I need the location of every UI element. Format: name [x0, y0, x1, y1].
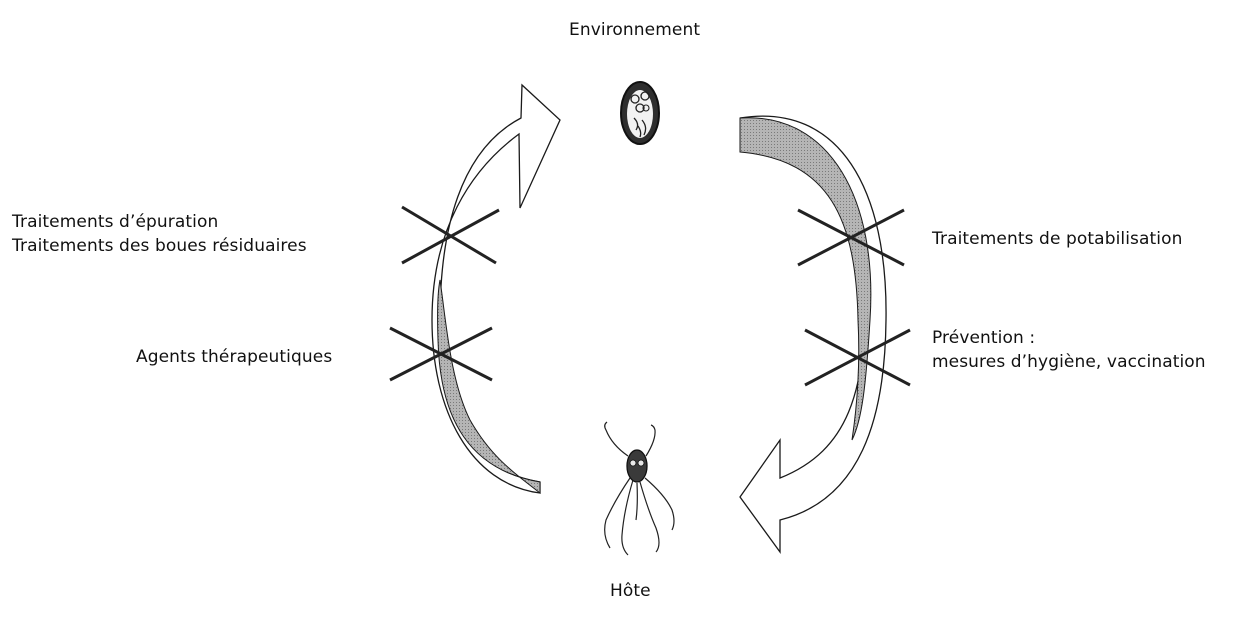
environment-label: Environnement: [569, 18, 700, 42]
barrier-label-line: Traitements de potabilisation: [932, 227, 1183, 251]
host-label: Hôte: [610, 579, 651, 603]
flagellate-trophozoite-icon: [605, 422, 674, 555]
barrier-label-right-upper: Traitements de potabilisation: [932, 227, 1183, 251]
barrier-cross-right-lower: [805, 330, 910, 385]
cyst-icon: [621, 82, 659, 144]
barrier-label-right-lower: Prévention : mesures d’hygiène, vaccinat…: [932, 326, 1206, 374]
barrier-label-line: Agents thérapeutiques: [136, 345, 332, 369]
barrier-label-line: Traitements d’épuration: [12, 210, 307, 234]
left-arrow-host-to-environment: [432, 85, 560, 493]
barrier-label-left-upper: Traitements d’épuration Traitements des …: [12, 210, 307, 258]
left-arrow-body: [432, 85, 560, 493]
left-arrow-shaded-band: [438, 280, 540, 493]
barrier-cross-left-upper: [402, 207, 499, 263]
barrier-label-left-lower: Agents thérapeutiques: [136, 345, 332, 369]
barrier-label-line: Prévention :: [932, 326, 1206, 350]
barrier-label-line: mesures d’hygiène, vaccination: [932, 350, 1206, 374]
barrier-label-line: Traitements des boues résiduaires: [12, 234, 307, 258]
